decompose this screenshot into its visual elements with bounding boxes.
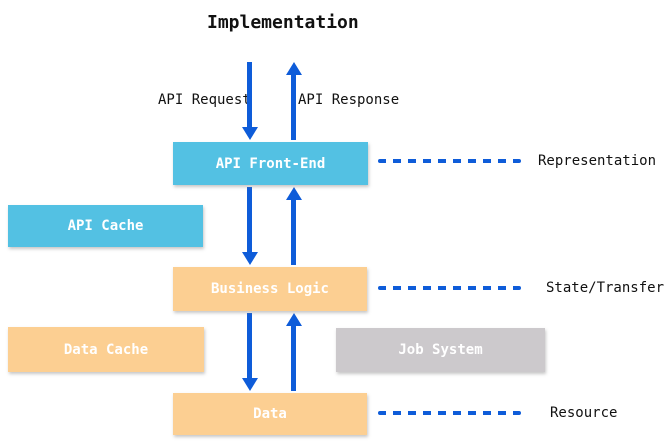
arrow-up-head-icon <box>286 313 302 326</box>
arrow-shaft <box>247 187 252 255</box>
representation-dashed-line <box>378 159 521 163</box>
job-system-box: Job System <box>336 328 545 372</box>
business-logic-box: Business Logic <box>173 267 367 311</box>
diagram-title: Implementation <box>207 12 359 33</box>
arrow-up-head-icon <box>286 62 302 75</box>
state-transfer-dashed-line <box>378 286 521 290</box>
api-request-arrow-down-icon <box>242 62 258 140</box>
api-request-label: API Request <box>158 92 251 108</box>
arrow-down-head-icon <box>242 127 258 140</box>
arrow-shaft <box>291 323 296 391</box>
logic-to-frontend-arrow-up-icon <box>286 187 302 265</box>
frontend-to-logic-arrow-down-icon <box>242 187 258 265</box>
api-front-end-box: API Front-End <box>173 142 368 185</box>
arrow-down-head-icon <box>242 252 258 265</box>
resource-label: Resource <box>550 405 618 421</box>
arrow-up-head-icon <box>286 187 302 200</box>
arrow-shaft <box>247 313 252 381</box>
data-box: Data <box>173 393 367 435</box>
api-response-label: API Response <box>298 92 400 108</box>
representation-label: Representation <box>538 153 657 169</box>
data-to-logic-arrow-up-icon <box>286 313 302 391</box>
arrow-shaft <box>291 197 296 265</box>
data-cache-box: Data Cache <box>8 327 204 372</box>
arrow-shaft <box>291 72 296 140</box>
arrow-down-head-icon <box>242 378 258 391</box>
resource-dashed-line <box>378 411 521 415</box>
api-response-arrow-up-icon <box>286 62 302 140</box>
arrow-shaft <box>247 62 252 130</box>
logic-to-data-arrow-down-icon <box>242 313 258 391</box>
state-transfer-label: State/Transfer <box>546 280 664 296</box>
api-cache-box: API Cache <box>8 205 203 247</box>
